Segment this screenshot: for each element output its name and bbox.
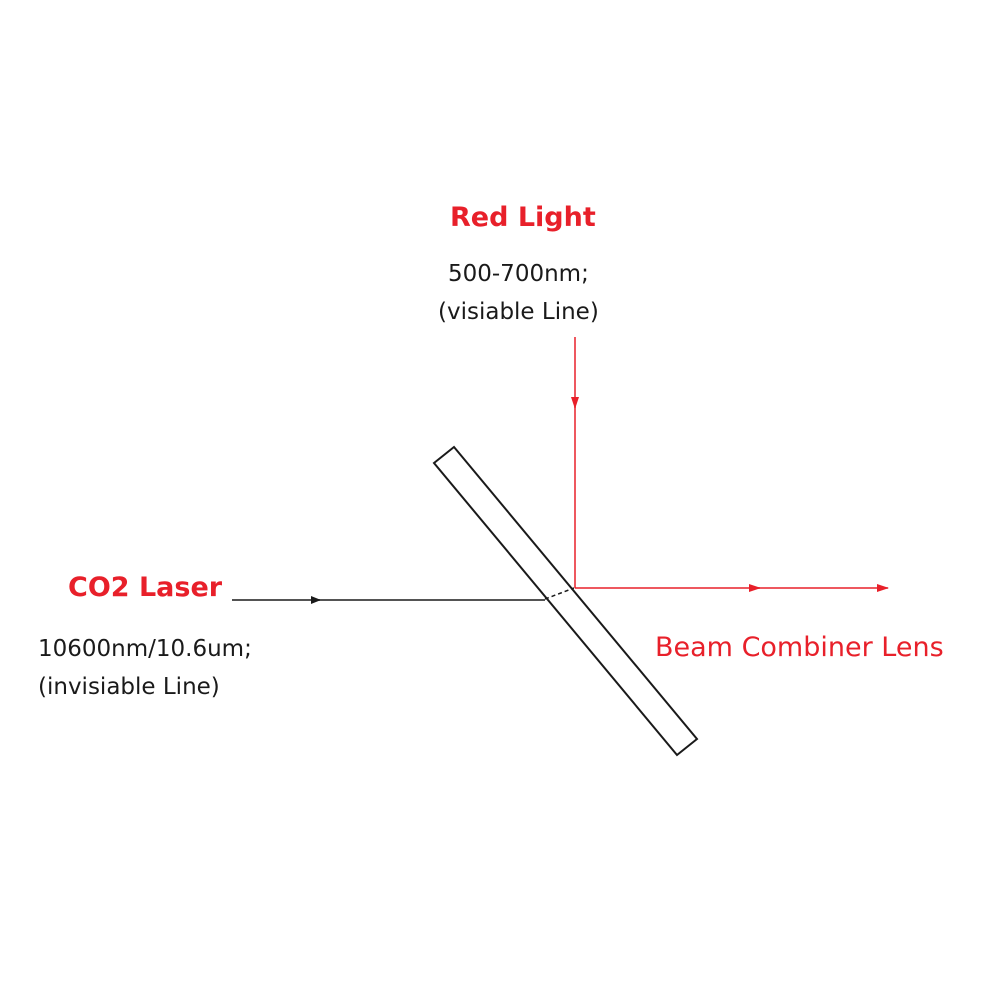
red-light-title: Red Light: [450, 202, 596, 233]
co2-laser-note: (invisiable Line): [38, 674, 220, 700]
co2-laser-description: 10600nm/10.6um; (invisiable Line): [38, 630, 252, 706]
red-light-description: 500-700nm; (visiable Line): [438, 255, 599, 331]
co2-laser-title: CO2 Laser: [68, 572, 223, 603]
co2-beam-inside-lens: [544, 587, 575, 600]
combiner-lens-plate: [432, 445, 699, 757]
co2-laser-wavelength: 10600nm/10.6um;: [38, 636, 252, 662]
beam-combiner-lens-label: Beam Combiner Lens: [655, 632, 944, 663]
red-light-wavelength: 500-700nm;: [447, 261, 589, 287]
red-light-note: (visiable Line): [438, 299, 599, 325]
